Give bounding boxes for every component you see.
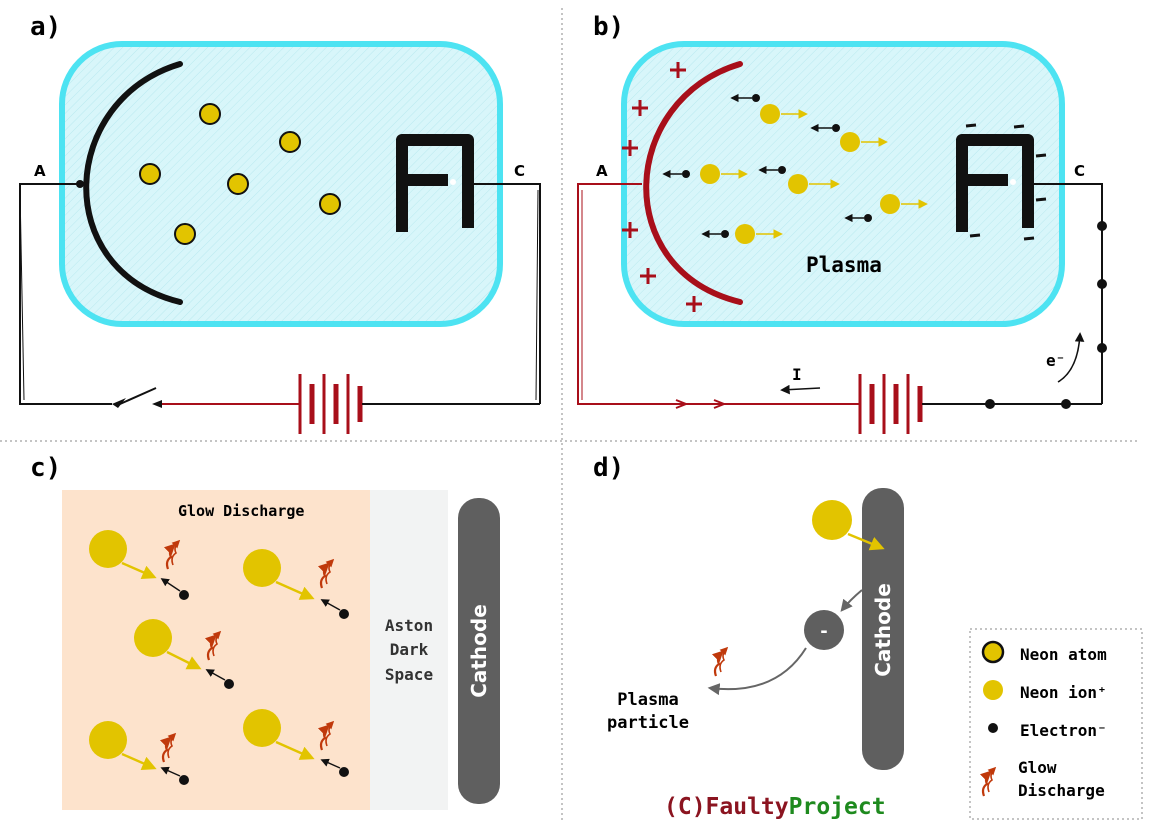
panel-a: a): [19, 12, 541, 434]
legend-label-electron: Electron⁻: [1020, 721, 1107, 740]
current-markers: [675, 399, 727, 409]
positive-charges: [622, 62, 702, 312]
legend-label-glow: Glow Discharge: [1018, 758, 1105, 800]
neon-atom: [174, 223, 196, 245]
plasma-particle-line-1: Plasma: [617, 690, 678, 710]
neon-ion: [735, 224, 755, 244]
legend: Neon atom Neon ion⁺ Electron⁻ Glow Disch…: [969, 628, 1143, 820]
panel-c-label: c): [30, 453, 61, 483]
electron-icon: [988, 723, 998, 733]
neon-atom: [139, 163, 161, 185]
neon-atoms-a: [139, 103, 341, 245]
panel-d: d) Cathode - Plasma particle (C)FaultyPr…: [593, 453, 904, 820]
electron-flow-arrow: [1057, 332, 1085, 383]
wire-a-right-sketch: [535, 189, 539, 401]
electron: [1061, 399, 1071, 409]
panel-c: c) Glow Discharge Aston Dark Space Catho…: [30, 453, 500, 810]
cathode-junction-a: [450, 179, 456, 185]
cathode-junction-b: [1010, 179, 1016, 185]
legend-border: [969, 628, 1143, 820]
wire-a-left: [19, 183, 112, 405]
current-arrow: [780, 384, 821, 395]
legend-label-glow-wrap: Glow Discharge: [1018, 758, 1105, 800]
electron: [721, 230, 729, 238]
anode-label-b: A: [596, 162, 608, 180]
cathode-label-c: Cathode: [467, 604, 491, 698]
neon-atom: [319, 193, 341, 215]
anode-label-a: A: [34, 162, 46, 180]
neon-atom-icon: [981, 640, 1005, 664]
plasma-path-arrow: [707, 647, 807, 696]
negative-charges: [965, 123, 1047, 241]
neon-atom: [199, 103, 221, 125]
wire-b-right: [1022, 183, 1103, 404]
neon-ion: [760, 104, 780, 124]
current-label: I: [792, 365, 802, 384]
electron: [778, 166, 786, 174]
wire-a-right: [462, 183, 541, 404]
switch-contact-a2: [152, 400, 162, 408]
legend-label-neon-atom: Neon atom: [1020, 645, 1107, 664]
neon-ion: [840, 132, 860, 152]
wire-b-left: [577, 183, 860, 405]
neon-ion: [880, 194, 900, 214]
electron-flow-label: e⁻: [1046, 351, 1065, 370]
cathode-bar-d: [862, 488, 904, 770]
cathode-label-b: C: [1074, 162, 1085, 180]
glow-discharge-d: [715, 648, 727, 676]
neon-ion: [700, 164, 720, 184]
neon-ion-d: [812, 500, 852, 540]
ejection-arrow: [840, 589, 863, 612]
dark-space-line-1: Aston: [385, 616, 433, 635]
battery-b: [858, 374, 923, 434]
neon-ion-icon: [983, 680, 1003, 700]
neon-atom: [279, 131, 301, 153]
legend-label-neon-ion: Neon ion⁺: [1020, 683, 1107, 702]
switch-lever-a: [119, 387, 157, 405]
ions-electrons-b: [662, 93, 928, 244]
electron: [1097, 343, 1107, 353]
plasma-label: Plasma: [806, 253, 882, 277]
collision-group: [89, 530, 349, 785]
electron: [864, 214, 872, 222]
panel-b: b): [577, 12, 1107, 434]
ion-impact-arrow: [847, 532, 885, 551]
panel-b-label: b): [593, 12, 624, 42]
dark-space-line-2: Dark: [390, 640, 429, 659]
panel-a-label: a): [30, 12, 61, 42]
electron: [1097, 279, 1107, 289]
anode-electrode-a: [83, 61, 183, 305]
ejected-particle: [804, 610, 844, 650]
ejected-particle-sign: -: [820, 621, 827, 642]
electron: [1097, 221, 1107, 231]
battery-a: [298, 374, 363, 434]
electron: [682, 170, 690, 178]
plasma-particle-line-2: particle: [607, 713, 689, 733]
electrons-on-wire: [985, 221, 1107, 409]
cathode-label-d: Cathode: [871, 583, 895, 677]
dark-space-line-3: Space: [385, 665, 433, 684]
switch-contact-a: [112, 398, 126, 408]
glow-discharge-title: Glow Discharge: [178, 502, 304, 520]
aston-dark-space-region: [370, 490, 448, 810]
neon-ion: [788, 174, 808, 194]
credit: (C)FaultyProject: [664, 794, 886, 820]
anode-electrode-b: [643, 61, 743, 305]
wire-a-left-sketch: [19, 189, 25, 401]
electron: [832, 124, 840, 132]
electron: [752, 94, 760, 102]
cathode-label-a: C: [514, 162, 525, 180]
neon-atom: [227, 173, 249, 195]
glow-discharge-icon: [983, 768, 995, 796]
electron: [985, 399, 995, 409]
cathode-bar-c: [458, 498, 500, 804]
panel-d-label: d): [593, 453, 624, 483]
